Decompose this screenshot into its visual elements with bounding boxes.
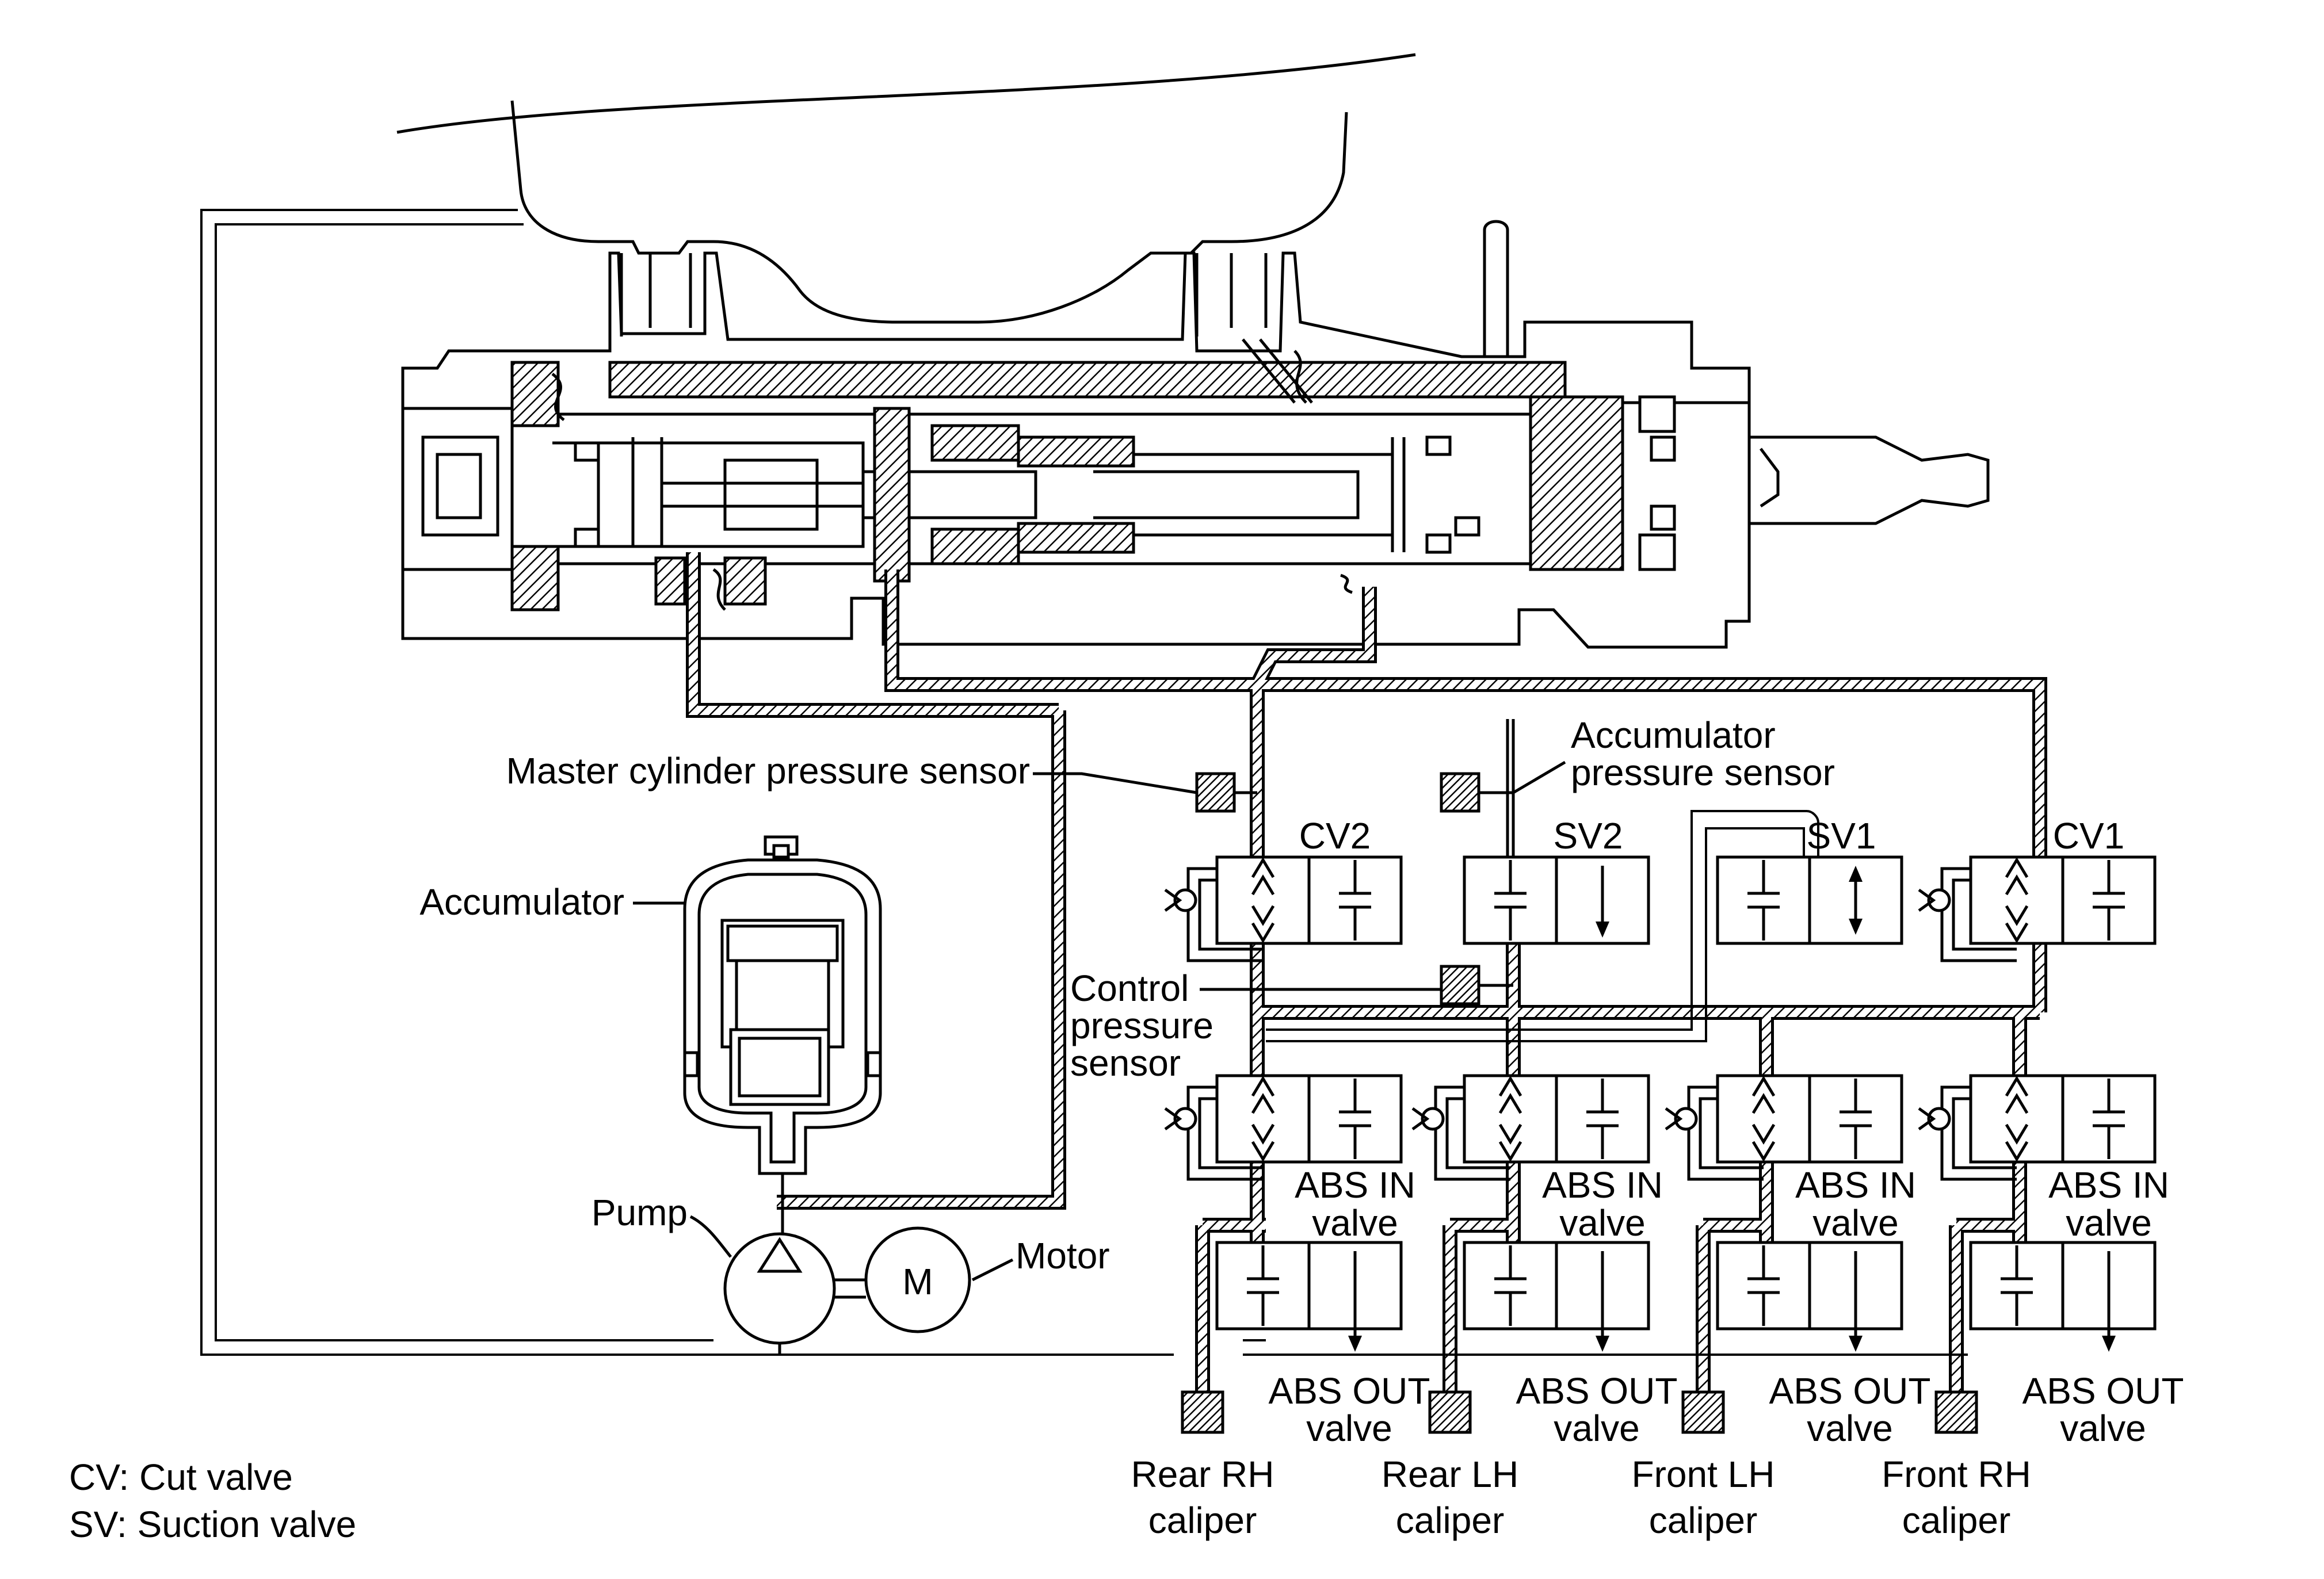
sv2-label: SV2 <box>1554 815 1623 857</box>
accumulator-label: Accumulator <box>419 881 624 923</box>
abs-out-valve-1 <box>1215 1241 1403 1352</box>
pump-label: Pump <box>592 1192 688 1233</box>
sv2-valve <box>1463 855 1650 945</box>
abs-out-valve-label-3: ABS OUT <box>1769 1370 1931 1412</box>
control-pressure-sensor-label-line2: pressure <box>1070 1005 1213 1046</box>
abs-out-valve-sublabel-4: valve <box>2060 1408 2146 1449</box>
abs-in-valve-4 <box>1918 1074 2157 1181</box>
leader-lines <box>633 760 1566 1282</box>
abs-out-valve-3 <box>1716 1241 1903 1352</box>
abs-out-valve-sublabel-2: valve <box>1554 1408 1639 1449</box>
accumulator-pressure-sensor <box>1440 772 1480 813</box>
front-rh-caliper-block <box>1934 1390 1978 1434</box>
master-cylinder-pressure-sensor <box>1195 772 1236 813</box>
abs-out-valve-label-2: ABS OUT <box>1516 1370 1678 1412</box>
abs-in-valve-label-3: ABS IN <box>1795 1164 1916 1206</box>
abs-out-valve-sublabel-1: valve <box>1306 1408 1392 1449</box>
reservoir-return-line <box>200 209 1968 1356</box>
reservoir <box>396 53 1416 324</box>
abs-in-valve-label-4: ABS IN <box>2048 1164 2169 1206</box>
caliper-4-label-line2: caliper <box>1902 1500 2011 1541</box>
abs-in-valve-sublabel-2: valve <box>1559 1202 1645 1244</box>
abs-out-valve-2 <box>1463 1241 1650 1352</box>
caliper-1-label-line1: Rear RH <box>1131 1454 1274 1495</box>
accumulator-pressure-sensor-label-line1: Accumulator <box>1571 714 1776 756</box>
abs-in-valve-3 <box>1665 1074 1903 1181</box>
legend: CV: Cut valve SV: Suction valve <box>69 1456 356 1545</box>
cv2-valve <box>1164 855 1403 962</box>
abs-out-valve-4 <box>1969 1241 2157 1352</box>
abs-in-valve-sublabel-3: valve <box>1812 1202 1898 1244</box>
calipers <box>1181 1390 1978 1434</box>
hydraulic-lines <box>686 552 2047 1392</box>
sv1-label: SV1 <box>1807 815 1876 857</box>
cv1-valve <box>1918 855 2157 962</box>
abs-in-valve-sublabel-1: valve <box>1312 1202 1398 1244</box>
abs-out-valve-label-1: ABS OUT <box>1269 1370 1430 1412</box>
control-pressure-sensor <box>1440 965 1480 1005</box>
legend-suction-valve: SV: Suction valve <box>69 1504 356 1545</box>
abs-out-valve-sublabel-3: valve <box>1807 1408 1892 1449</box>
abs-in-valve-label-1: ABS IN <box>1295 1164 1415 1206</box>
sensors <box>1195 719 1515 1005</box>
front-lh-caliper-block <box>1681 1390 1725 1434</box>
abs-in-valve-sublabel-4: valve <box>2066 1202 2151 1244</box>
valve-blocks <box>1164 855 2157 1352</box>
control-pressure-sensor-label-line3: sensor <box>1070 1042 1181 1084</box>
rear-rh-caliper-block <box>1181 1390 1224 1434</box>
cv2-label: CV2 <box>1299 815 1371 857</box>
motor-label: Motor <box>1016 1235 1110 1276</box>
caliper-labels: Rear RH caliper Rear LH caliper Front LH… <box>1131 1454 2031 1541</box>
accumulator-pressure-sensor-label-line2: pressure sensor <box>1571 752 1835 793</box>
caliper-3-label-line2: caliper <box>1649 1500 1758 1541</box>
caliper-2-label-line1: Rear LH <box>1382 1454 1518 1495</box>
legend-cut-valve: CV: Cut valve <box>69 1456 293 1498</box>
master-cylinder <box>401 220 1990 649</box>
caliper-3-label-line1: Front LH <box>1632 1454 1775 1495</box>
pump-symbol <box>723 1232 836 1355</box>
rear-lh-caliper-block <box>1428 1390 1472 1434</box>
caliper-1-label-line2: caliper <box>1148 1500 1257 1541</box>
motor-symbol: M <box>864 1226 971 1333</box>
abs-in-valve-label-2: ABS IN <box>1542 1164 1663 1206</box>
master-cylinder-pressure-sensor-label: Master cylinder pressure sensor <box>506 750 1030 792</box>
accumulator-vessel <box>683 835 882 1260</box>
abs-in-valve-1 <box>1164 1074 1403 1181</box>
abs-out-valve-label-4: ABS OUT <box>2022 1370 2184 1412</box>
sv1-valve <box>1716 855 1903 945</box>
motor-symbol-letter: M <box>902 1261 933 1302</box>
cv1-label: CV1 <box>2053 815 2125 857</box>
caliper-4-label-line1: Front RH <box>1882 1454 2031 1495</box>
abs-in-valve-2 <box>1411 1074 1650 1181</box>
caliper-2-label-line2: caliper <box>1396 1500 1505 1541</box>
control-pressure-sensor-label-line1: Control <box>1070 968 1189 1009</box>
